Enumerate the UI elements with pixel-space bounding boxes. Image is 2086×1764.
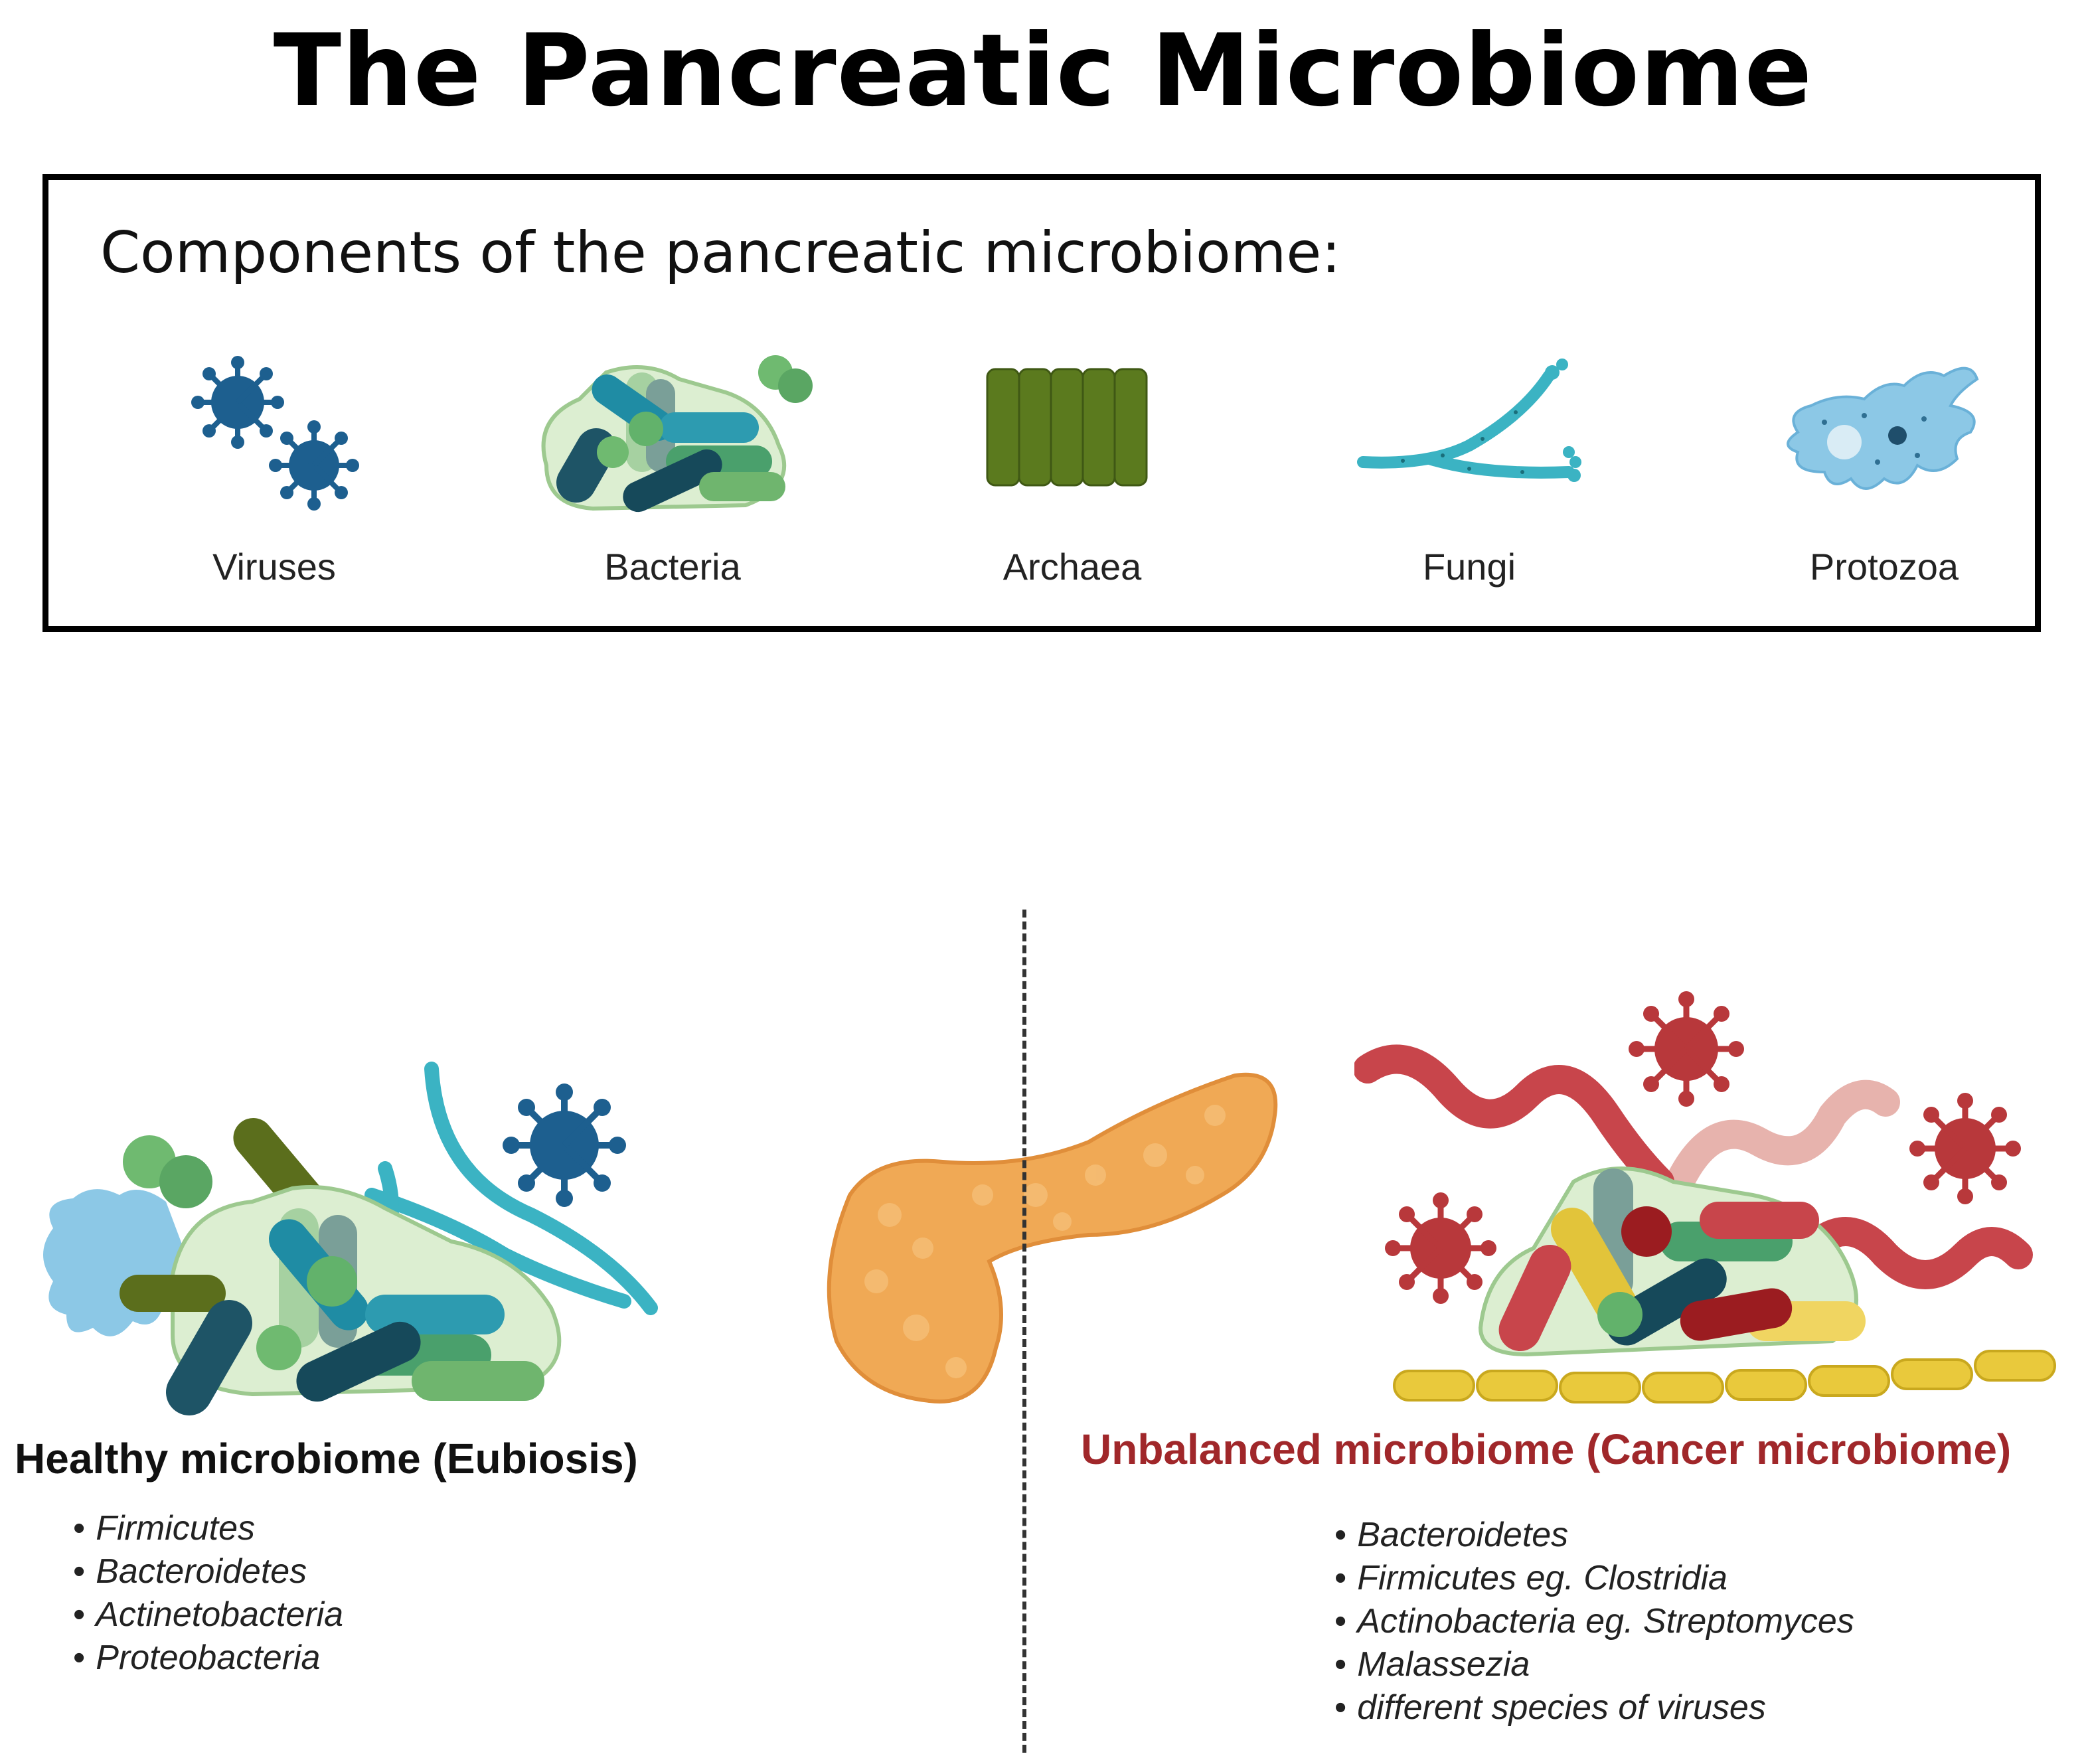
bacteria-icon <box>541 355 813 513</box>
protozoa-icon <box>1787 366 1979 490</box>
list-item: Bacteroidetes <box>1334 1514 1854 1557</box>
healthy-list: Firmicutes Bacteroidetes Actinetobacteri… <box>73 1507 343 1680</box>
list-item: Firmicutes eg. Clostridia <box>1334 1557 1854 1600</box>
virus-icon <box>191 356 359 511</box>
component-viruses: Viruses <box>128 353 420 588</box>
list-item: Firmicutes <box>73 1507 343 1550</box>
list-item: Actinobacteria eg. Streptomyces <box>1334 1600 1854 1643</box>
cancer-title: Unbalanced microbiome (Cancer microbiome… <box>1081 1425 2012 1473</box>
components-box: Components of the pancreatic microbiome: <box>42 174 2041 632</box>
fungi-icon <box>1357 359 1581 482</box>
cancer-microbiome-illustration <box>1354 991 2056 1403</box>
component-fungi: Fungi <box>1323 353 1615 588</box>
page-title: The Pancreatic Microbiome <box>273 13 1813 129</box>
list-item: Actinetobacteria <box>73 1593 343 1637</box>
component-label: Viruses <box>212 546 336 588</box>
healthy-microbiome-illustration <box>43 1062 658 1415</box>
component-bacteria: Bacteria <box>526 353 819 588</box>
healthy-title: Healthy microbiome (Eubiosis) <box>15 1435 638 1483</box>
dashed-divider <box>1022 910 1026 1753</box>
component-label: Archaea <box>1003 546 1142 588</box>
component-protozoa: Protozoa <box>1738 353 2030 588</box>
list-item: different species of viruses <box>1334 1686 1854 1729</box>
list-item: Malassezia <box>1334 1643 1854 1686</box>
cancer-list: Bacteroidetes Firmicutes eg. Clostridia … <box>1334 1514 1854 1729</box>
list-item: Bacteroidetes <box>73 1550 343 1593</box>
component-label: Protozoa <box>1809 546 1959 588</box>
archaea-icon <box>986 368 1148 487</box>
pancreas-illustration <box>827 1072 1278 1403</box>
components-heading: Components of the pancreatic microbiome: <box>100 220 1341 286</box>
component-label: Bacteria <box>604 546 741 588</box>
list-item: Proteobacteria <box>73 1637 343 1680</box>
component-archaea: Archaea <box>926 353 1218 588</box>
component-label: Fungi <box>1422 546 1516 588</box>
